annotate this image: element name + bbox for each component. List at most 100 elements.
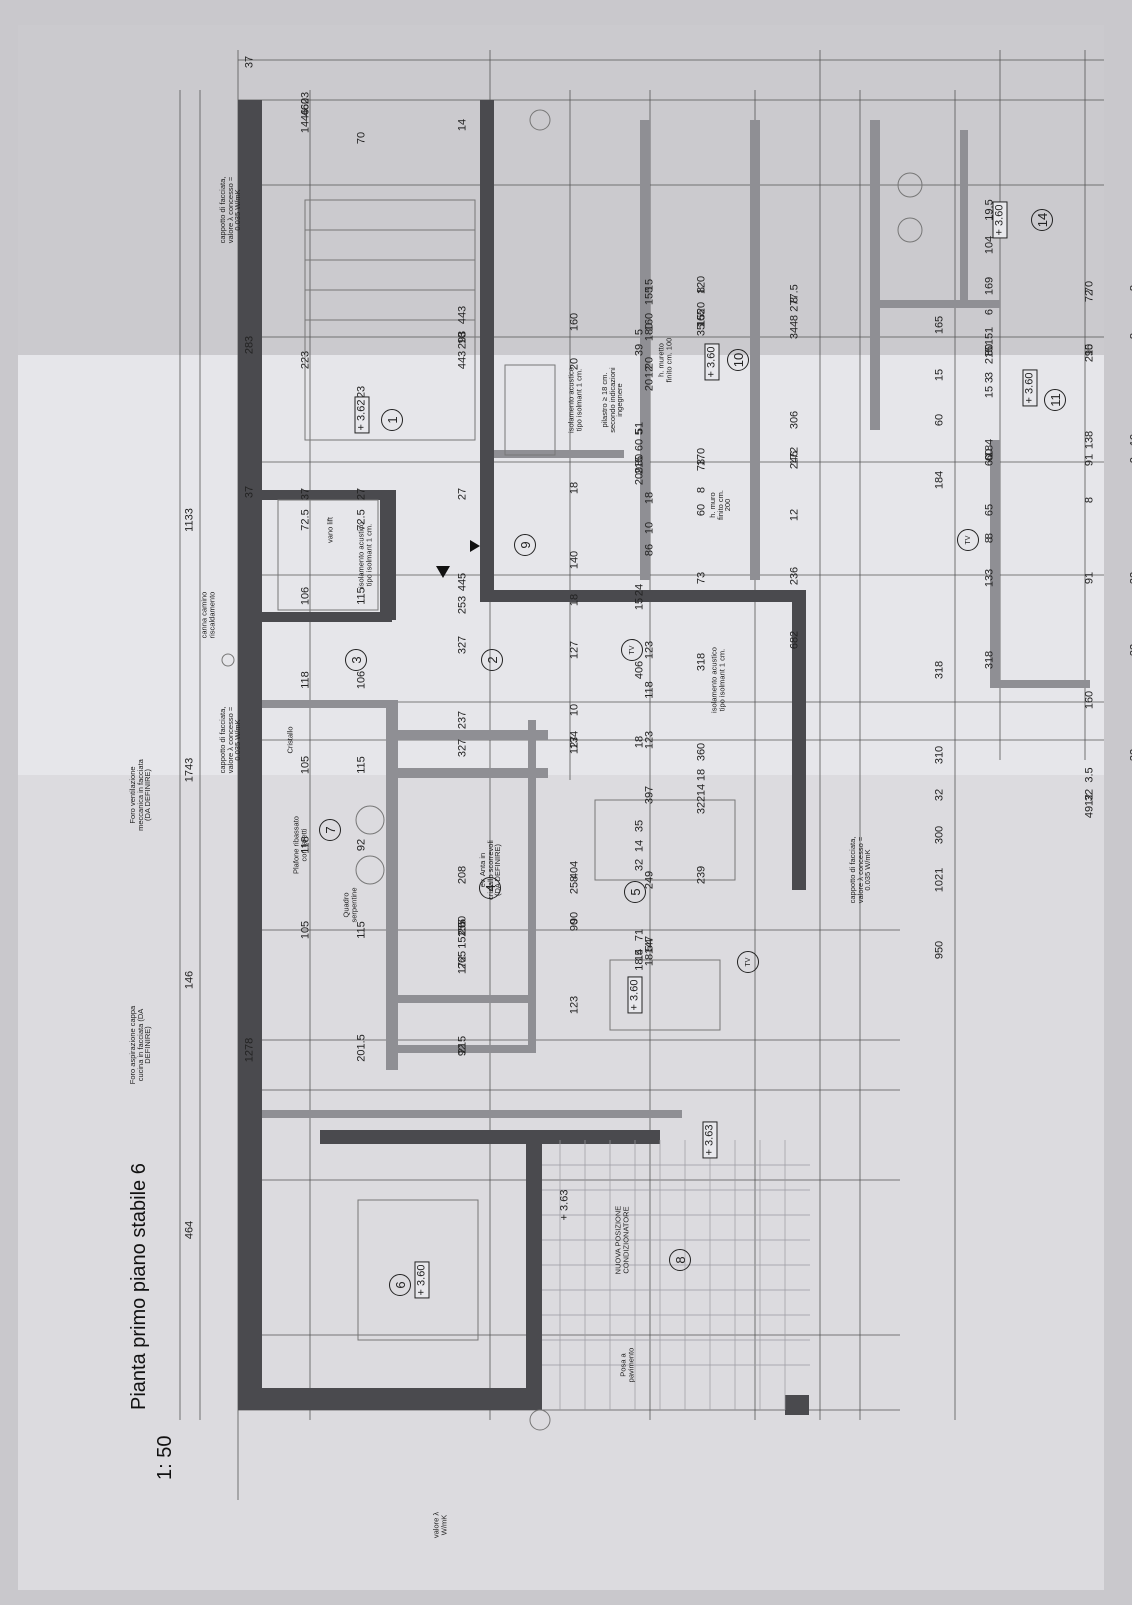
note-valore: valore λ W/mK bbox=[433, 1505, 448, 1545]
dim-left: 1133 bbox=[185, 508, 196, 532]
dim-mid: 71 bbox=[635, 929, 646, 941]
dim-room1: 90 bbox=[570, 919, 581, 931]
dim-row-e: 72 bbox=[1085, 290, 1096, 302]
room-number-10: 10 bbox=[727, 349, 749, 371]
dim-row-a: 14 bbox=[697, 784, 708, 796]
dim-row3: 106 bbox=[357, 671, 368, 689]
dim-row4: 443 bbox=[458, 351, 469, 369]
dim-row-c: 310 bbox=[935, 746, 946, 764]
dim-left: 146 bbox=[185, 971, 196, 989]
dim-room1: 18 bbox=[570, 594, 581, 606]
note-posa: Posa a pavimento bbox=[620, 1345, 635, 1385]
dim-row-d: 15 bbox=[985, 386, 996, 398]
dim-row4: 27 bbox=[458, 488, 469, 500]
dim-lift: 86 bbox=[645, 544, 656, 556]
dim-row2: 46 bbox=[301, 109, 312, 121]
tv-symbol: TV bbox=[737, 951, 759, 973]
dim-row-c: 15 bbox=[935, 369, 946, 381]
note-quadro: Quadro serpentine bbox=[343, 880, 358, 930]
dim-row-a: 18 bbox=[697, 769, 708, 781]
dim-row2: 106 bbox=[301, 587, 312, 605]
dim-row-a: 73 bbox=[697, 459, 708, 471]
room-level-11: + 3.60 bbox=[1023, 370, 1038, 407]
dim-top: 37 bbox=[245, 56, 256, 68]
dim-row2: 118 bbox=[301, 671, 312, 689]
dim-row-c: 32 bbox=[935, 789, 946, 801]
dim-row3: 115 bbox=[357, 756, 368, 774]
dim-row-d: 151 bbox=[985, 327, 996, 345]
room-number-3: 3 bbox=[345, 649, 367, 671]
dim-row-e: 138 bbox=[1085, 431, 1096, 449]
dim-mid: 15 bbox=[635, 598, 646, 610]
note-condizionatore: NUOVA POSIZIONE CONDIZIONATORE bbox=[615, 1200, 630, 1280]
dim-row4: 445 bbox=[458, 573, 469, 591]
room-number-14: 14 bbox=[1031, 209, 1053, 231]
dim-room1: 10 bbox=[570, 704, 581, 716]
dim-row4: 92 bbox=[458, 1044, 469, 1056]
dim-mid: 35 bbox=[635, 820, 646, 832]
dim-row-e: 215 bbox=[1085, 344, 1096, 362]
dim-lift: 180 bbox=[645, 323, 656, 341]
dim-row-e: 49 bbox=[1085, 806, 1096, 818]
room-level-10: + 3.60 bbox=[705, 344, 720, 381]
dim-row3: 27 bbox=[357, 488, 368, 500]
note-pilastro: pilastro ≥ 18 cm. secondo indicazioni in… bbox=[601, 360, 624, 440]
dim-top: 1278 bbox=[245, 1038, 256, 1062]
tv-symbol: TV bbox=[621, 639, 643, 661]
dim-row2: 72.5 bbox=[301, 509, 312, 530]
dim-mid: 209 bbox=[635, 467, 646, 485]
dim-lift: 20 bbox=[645, 379, 656, 391]
note-foro-aspirazione: Foro aspirazione cappa cucina in facciat… bbox=[129, 1005, 152, 1085]
dim-row-a: 360 bbox=[697, 743, 708, 761]
dim-row-b: 682 bbox=[790, 631, 801, 649]
dim-mid: 39 bbox=[635, 344, 646, 356]
dim-row-b: 344 bbox=[790, 321, 801, 339]
dim-lift: 249 bbox=[645, 871, 656, 889]
room-level-1: + 3.62 bbox=[355, 397, 370, 434]
dim-row4: 293 bbox=[458, 331, 469, 349]
dim-row-e: 160 bbox=[1085, 691, 1096, 709]
note-plafone: Plafone ribassato con faretti bbox=[293, 815, 308, 875]
dim-lift: 10 bbox=[645, 522, 656, 534]
dim-row-d: 184 bbox=[985, 439, 996, 457]
dim-row-b: 277.5 bbox=[790, 284, 801, 312]
dim-row-a: 8 bbox=[697, 287, 708, 293]
dim-lift: 155 bbox=[645, 287, 656, 305]
dim-row-b: 306 bbox=[790, 411, 801, 429]
dim-lift: 54 bbox=[645, 939, 656, 951]
dim-row-a: 8 bbox=[697, 487, 708, 493]
dim-row4: 327 bbox=[458, 739, 469, 757]
dim-mid: 18.5 bbox=[635, 949, 646, 970]
dim-row-a: 60 bbox=[697, 504, 708, 516]
room-level-6: + 3.60 bbox=[415, 1262, 430, 1299]
dim-row-e: 8 bbox=[1085, 497, 1096, 503]
dim-row3: 115 bbox=[357, 921, 368, 939]
dim-row2: 37 bbox=[301, 488, 312, 500]
dim-lift: 123 bbox=[645, 641, 656, 659]
dim-row-d: 3 bbox=[985, 372, 996, 378]
dim-row-e: 32 bbox=[1085, 789, 1096, 801]
dim-row-c: 318 bbox=[935, 661, 946, 679]
dim-mid: 5 bbox=[635, 429, 646, 435]
note-canna-camino: canna camino riscaldamento bbox=[201, 585, 216, 645]
dim-row-a: 35 bbox=[697, 324, 708, 336]
dim-top: 283 bbox=[245, 336, 256, 354]
dim-room1: 123 bbox=[570, 996, 581, 1014]
dim-row-a: 73 bbox=[697, 572, 708, 584]
dim-lift: 18 bbox=[645, 954, 656, 966]
room-number-1: 1 bbox=[381, 409, 403, 431]
note-h-muro: h. muro finito cm. 200 bbox=[709, 485, 732, 525]
note-cappotto-1: cappotto di facciata, valore λ concesso … bbox=[219, 170, 242, 250]
dim-row4: 253 bbox=[458, 596, 469, 614]
dim-row-d: 8 bbox=[985, 533, 996, 539]
drawing-title: Pianta primo piano stabile 6 bbox=[128, 1163, 151, 1410]
dim-row2: 105 bbox=[301, 921, 312, 939]
room-number-5: 5 bbox=[624, 881, 646, 903]
note-isolamento-lift: isolamento acustico tipo isolmant 1 cm. bbox=[358, 520, 373, 590]
note-h-muretto: h. muretto finito cm. 100 bbox=[658, 335, 673, 385]
room-level-5: + 3.60 bbox=[628, 977, 643, 1014]
room-number-6: 6 bbox=[389, 1274, 411, 1296]
dim-row2: 105 bbox=[301, 756, 312, 774]
dim-row4: 443 bbox=[458, 306, 469, 324]
